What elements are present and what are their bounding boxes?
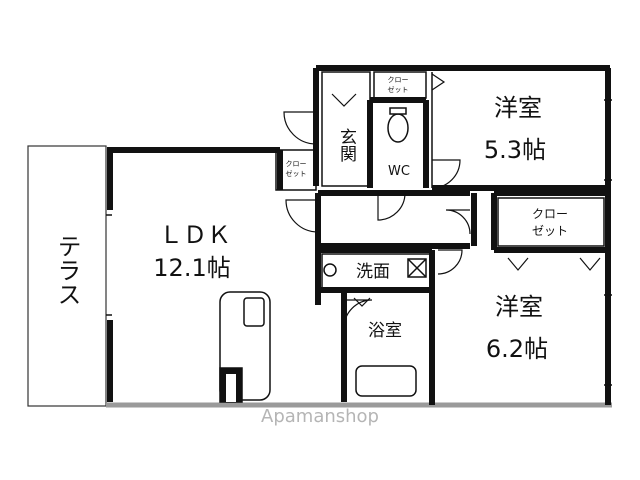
closet-entry-line2: ゼット — [286, 169, 307, 178]
western1-label: 洋室 — [494, 94, 542, 122]
western1-size: 5.3帖 — [484, 136, 546, 164]
closet-mid-line2: ゼット — [532, 224, 568, 238]
western2-label: 洋室 — [495, 293, 543, 321]
bath-label: 浴室 — [368, 321, 402, 341]
western2-size: 6.2帖 — [486, 335, 548, 363]
ldk-label: ＬＤＫ — [159, 221, 231, 249]
entrance-label: 玄関 — [336, 128, 356, 162]
washroom-label: 洗面 — [356, 262, 390, 282]
stove-icon — [243, 297, 265, 327]
closet-entry-line1: クロー — [286, 160, 307, 168]
terrace-label: テラス — [53, 234, 81, 306]
closet-mid-line1: クロー — [532, 207, 568, 221]
closet-top-line1: クロー — [388, 76, 409, 84]
closet-top-line2: ゼット — [388, 85, 409, 94]
watermark: Apamanshop — [261, 406, 379, 427]
terrace — [27, 145, 107, 407]
bathtub-icon — [355, 365, 417, 397]
interior-lines — [106, 71, 612, 386]
door-swings — [283, 73, 601, 329]
ldk-size: 12.1帖 — [153, 254, 230, 282]
fixtures — [219, 107, 427, 403]
washbasin-icon — [323, 263, 337, 277]
toilet-icon — [387, 113, 409, 143]
wc-label: WC — [388, 164, 410, 179]
